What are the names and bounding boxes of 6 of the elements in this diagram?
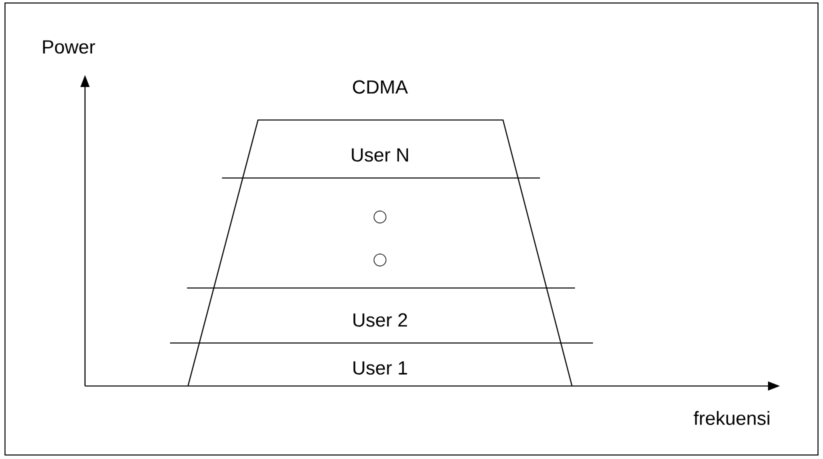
spectrum-label: CDMA	[353, 80, 408, 94]
band-label: User 1	[353, 361, 408, 375]
band-label: User 2	[353, 313, 407, 327]
axis-label: Power	[43, 40, 96, 54]
band-label: User N	[352, 148, 408, 162]
axis-label: frekuensi	[694, 411, 770, 425]
